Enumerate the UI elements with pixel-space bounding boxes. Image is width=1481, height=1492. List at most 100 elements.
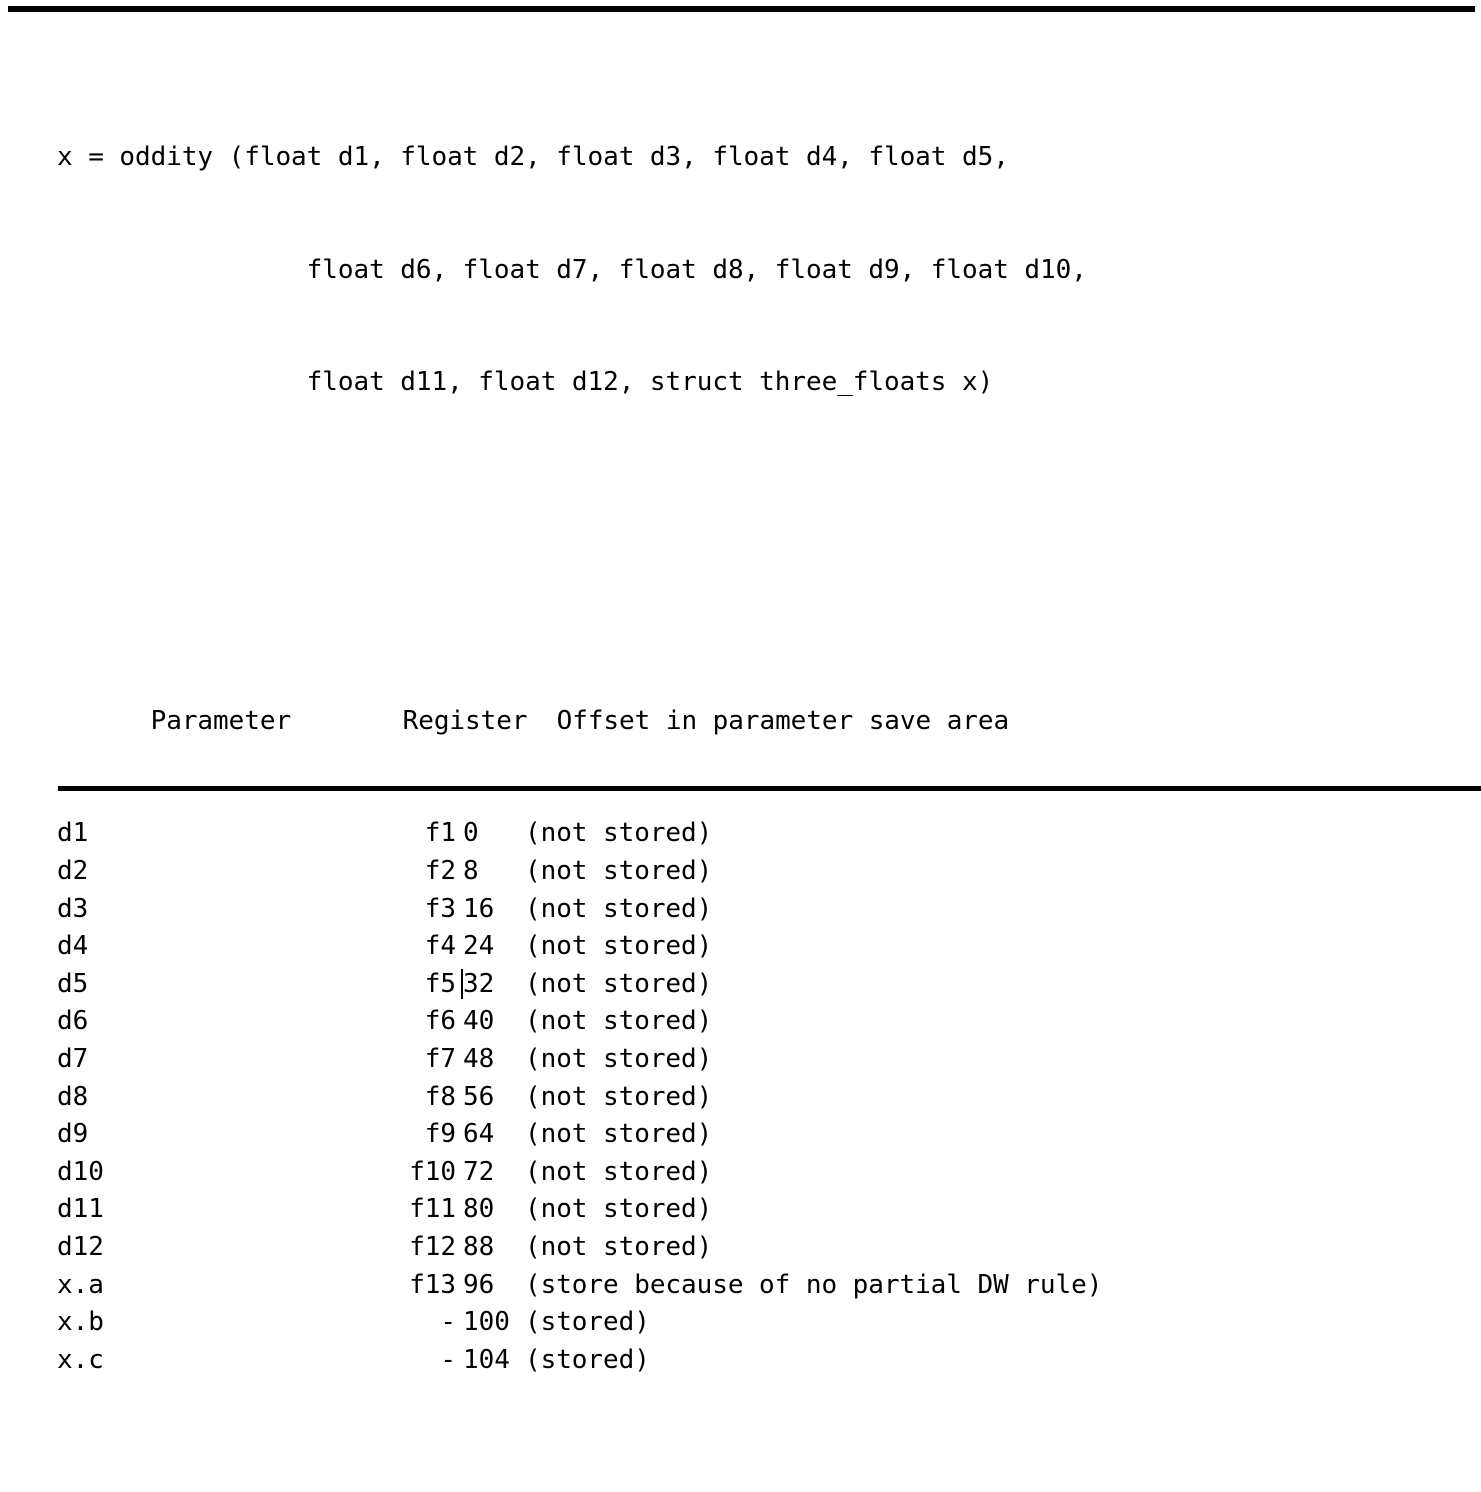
cell-register: f7 (260, 1041, 463, 1079)
cell-parameter: d10 (57, 1156, 104, 1187)
cell-register-text: f3 (424, 893, 456, 924)
cell-note: (stored) (525, 1307, 650, 1338)
cell-offset: 96 (463, 1269, 495, 1300)
cell-parameter: d12 (57, 1232, 104, 1262)
cell-offset: 16 (463, 893, 495, 924)
cell-offset: 88 (463, 1232, 495, 1262)
cell-register-text: f5 (424, 968, 456, 999)
cell-note: (not stored) (525, 968, 713, 999)
cell-register: f2 (260, 853, 463, 891)
cell-note: (stored) (525, 1344, 650, 1375)
cell-parameter: d6 (57, 1006, 89, 1037)
cell-register: f8 (260, 1079, 463, 1117)
table-row: x.b -100 (stored) (57, 1304, 1102, 1342)
signature-line-3: float d11, float d12, struct three_float… (57, 367, 994, 398)
signature-line-1: x = oddity (float d1, float d2, float d3… (57, 141, 1009, 172)
cell-offset: 32 (463, 968, 495, 999)
cell-register-text: f12 (409, 1232, 456, 1262)
cell-register-text: f13 (409, 1269, 456, 1300)
cell-parameter: d2 (57, 856, 89, 887)
cell-note: (not stored) (525, 1119, 713, 1150)
blank-separator (57, 515, 1102, 553)
cell-register: f4 (260, 928, 463, 966)
cell-register-text: - (440, 1344, 456, 1375)
cell-offset: 48 (463, 1044, 495, 1075)
cell-note: (not stored) (525, 1194, 713, 1225)
cell-parameter: x.b (57, 1307, 104, 1338)
cell-parameter: x.a (57, 1269, 104, 1300)
cell-register-text: f6 (424, 1006, 456, 1037)
cell-register: f3 (260, 891, 463, 929)
cell-note: (not stored) (525, 856, 713, 887)
cell-parameter: d5 (57, 968, 89, 999)
cell-register: f11 (260, 1191, 463, 1229)
bottom-rule (58, 786, 1481, 791)
code-listing: x = oddity (float d1, float d2, float d3… (57, 26, 1102, 1492)
cell-register: f9 (260, 1116, 463, 1154)
cell-register: - (260, 1304, 463, 1342)
cell-register-text: f2 (424, 856, 456, 887)
cell-note: (not stored) (525, 1081, 713, 1112)
signature-line-2: float d6, float d7, float d8, float d9, … (57, 254, 1087, 285)
cell-register-text: f11 (409, 1194, 456, 1225)
header-parameter: Parameter (150, 705, 292, 736)
cell-note: (not stored) (525, 1006, 713, 1037)
cell-note: (not stored) (525, 931, 713, 962)
cell-register-text: f8 (424, 1081, 456, 1112)
table-header-row: Parameter Register Offset in parameter sav… (57, 665, 1102, 736)
cell-note: (not stored) (525, 1232, 713, 1262)
cell-note: (store because of no partial DW rule) (525, 1269, 1103, 1300)
cell-register: f13 (260, 1267, 463, 1305)
cell-note: (not stored) (525, 1044, 713, 1075)
cell-offset: 72 (463, 1156, 495, 1187)
cell-register: - (260, 1342, 463, 1380)
cell-note: (not stored) (525, 818, 713, 849)
cell-offset: 104 (463, 1344, 510, 1375)
cell-register-text: f4 (424, 931, 456, 962)
cell-register: f1 (260, 815, 463, 853)
cell-register-text: f9 (424, 1119, 456, 1150)
cell-register: f6 (260, 1003, 463, 1041)
cell-parameter: d7 (57, 1044, 89, 1075)
cell-offset: 100 (463, 1307, 510, 1338)
table-row: x.c -104 (stored) (57, 1342, 1102, 1380)
cell-register-text: f7 (424, 1044, 456, 1075)
header-offset: Offset in parameter save area (556, 705, 1010, 736)
cell-offset: 56 (463, 1081, 495, 1112)
cell-offset: 64 (463, 1119, 495, 1150)
cell-register-text: f1 (424, 818, 456, 849)
cell-parameter: d1 (57, 818, 89, 849)
cell-note: (not stored) (525, 893, 713, 924)
cell-offset: 24 (463, 931, 495, 962)
header-register: Register (402, 705, 528, 736)
text-caret (461, 968, 463, 999)
cell-register: f5 (260, 966, 463, 1004)
cell-parameter: x.c (57, 1344, 104, 1375)
cell-offset: 40 (463, 1006, 495, 1037)
document-page: x = oddity (float d1, float d2, float d3… (8, 6, 1481, 1375)
cell-register-text: - (440, 1307, 456, 1338)
cell-parameter: d4 (57, 931, 89, 962)
cell-parameter: d9 (57, 1119, 89, 1150)
cell-register: f12 (260, 1229, 463, 1267)
cell-parameter: d3 (57, 893, 89, 924)
cell-register: f10 (260, 1154, 463, 1192)
cell-register-text: f10 (409, 1156, 456, 1187)
cell-parameter: d11 (57, 1194, 104, 1225)
cell-note: (not stored) (525, 1156, 713, 1187)
cell-offset: 0 (463, 818, 479, 849)
top-rule (8, 6, 1475, 12)
